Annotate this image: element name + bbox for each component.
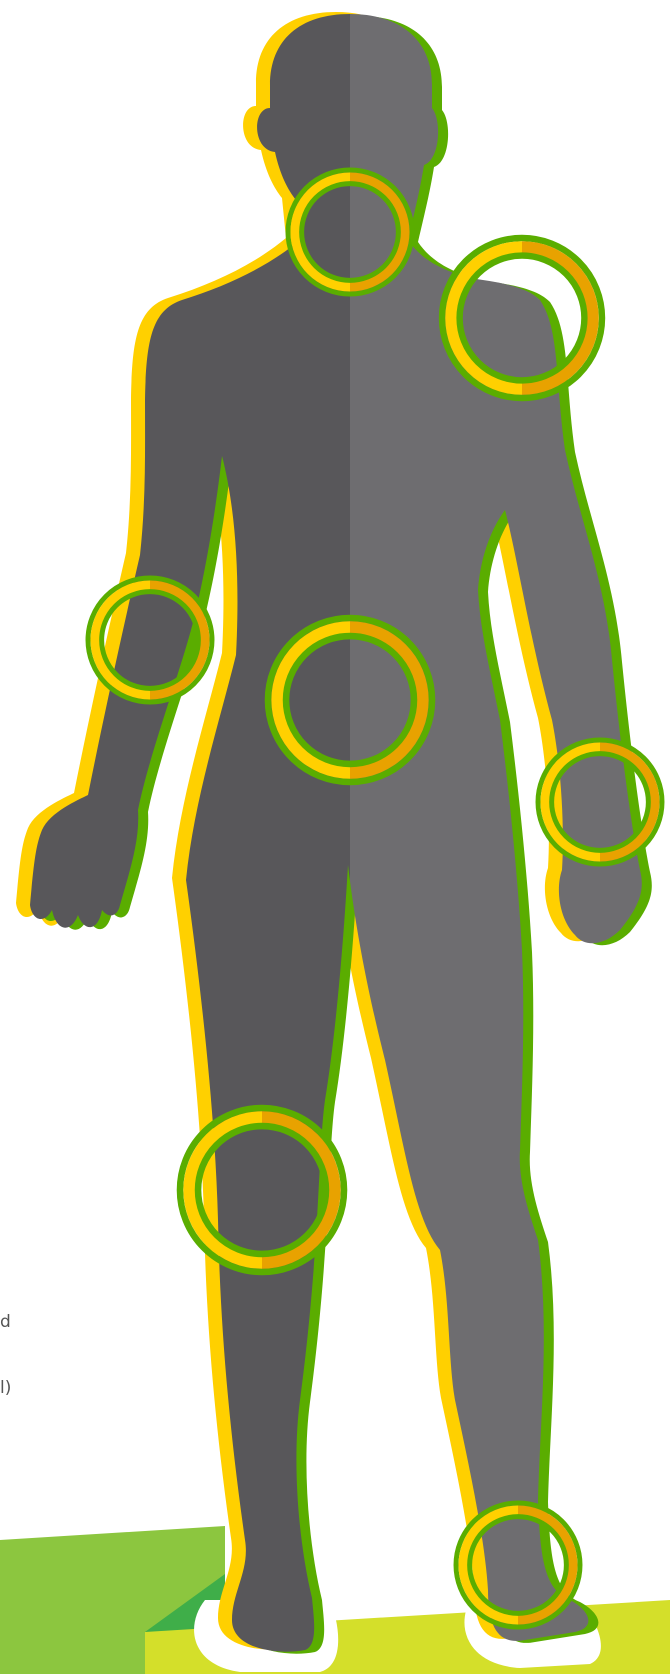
- cropped-text-fragment: l): [0, 1380, 11, 1397]
- cropped-text-fragment: d: [0, 1314, 11, 1331]
